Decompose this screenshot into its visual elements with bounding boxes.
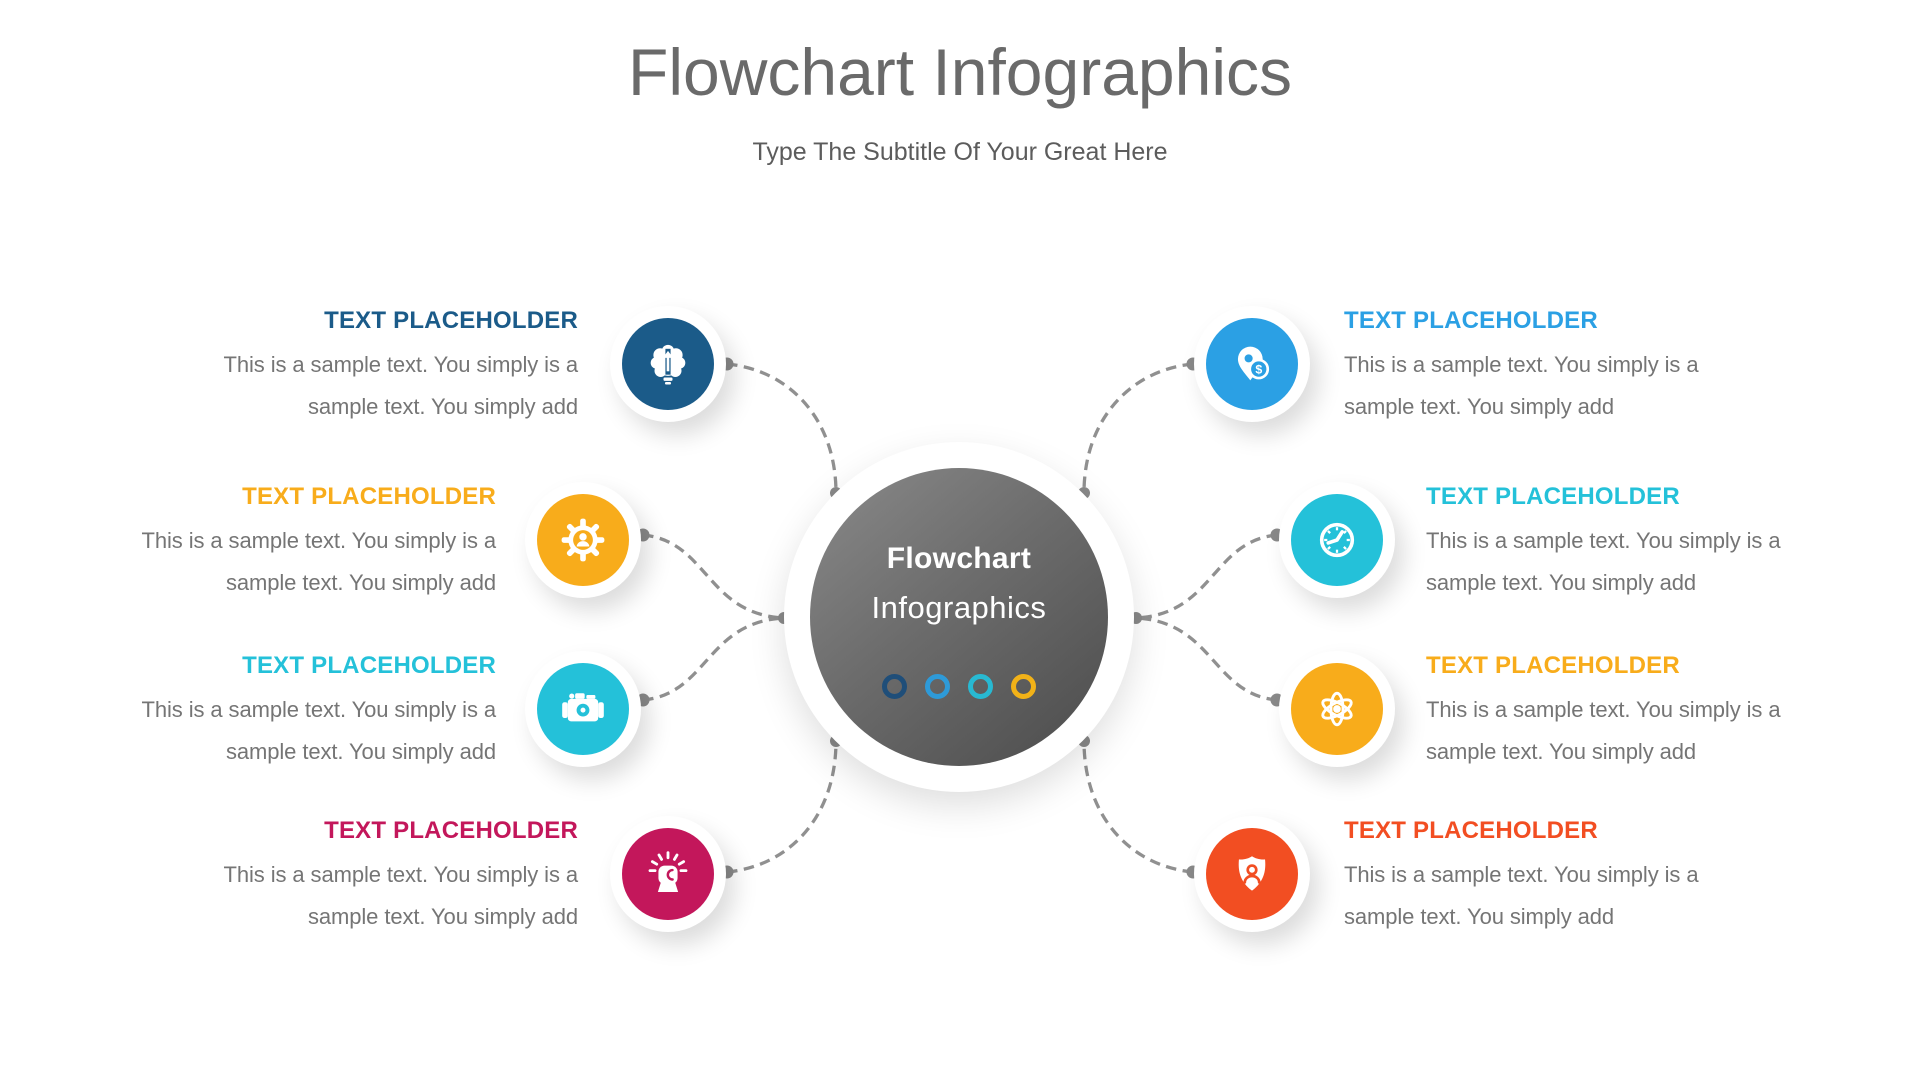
node-disc [1291, 494, 1383, 586]
shield-user-icon [1238, 856, 1266, 891]
text-block-title: TEXT PLACEHOLDER [1426, 483, 1680, 510]
connector-path [642, 533, 785, 620]
node-middle-left-lower [525, 651, 641, 767]
center-rings [810, 674, 1108, 699]
text-block-body: This is a sample text. You simply is a s… [141, 528, 497, 595]
gear-user-icon [561, 518, 605, 562]
node-middle-left-upper [525, 482, 641, 598]
text-block-middle-right-lower: TEXT PLACEHOLDER This is a sample text. … [1426, 651, 1906, 773]
text-block-body: This is a sample text. You simply is a s… [1344, 862, 1699, 929]
text-block-body: This is a sample text. You simply is a s… [1426, 528, 1781, 595]
connector-path [1135, 616, 1278, 702]
node-disc [622, 828, 714, 920]
text-block-bottom-right: TEXT PLACEHOLDER This is a sample text. … [1344, 816, 1824, 938]
svg-text:$: $ [1255, 363, 1262, 377]
clock-icon [1319, 522, 1355, 558]
node-top-left [610, 306, 726, 422]
node-disc [537, 494, 629, 586]
text-block-title: TEXT PLACEHOLDER [324, 307, 578, 334]
node-top-right: $ [1194, 306, 1310, 422]
brain-arrow-icon [650, 344, 686, 385]
ring-dot [1011, 674, 1036, 699]
text-block-body: This is a sample text. You simply is a s… [1344, 352, 1699, 419]
node-middle-right-upper [1279, 482, 1395, 598]
node-bottom-left [610, 816, 726, 932]
text-block-body: This is a sample text. You simply is a s… [1426, 697, 1781, 764]
text-block-body: This is a sample text. You simply is a s… [141, 697, 497, 764]
text-block-middle-right-upper: TEXT PLACEHOLDER This is a sample text. … [1426, 482, 1906, 604]
center-circle: Flowchart Infographics [810, 468, 1108, 766]
node-disc [1206, 828, 1298, 920]
text-block-middle-left-upper: TEXT PLACEHOLDER This is a sample text. … [16, 482, 497, 604]
text-block-title: TEXT PLACEHOLDER [1426, 652, 1680, 679]
center-title-line1: Flowchart [886, 542, 1032, 575]
node-bottom-right [1194, 816, 1310, 932]
text-block-title: TEXT PLACEHOLDER [1344, 307, 1598, 334]
text-block-title: TEXT PLACEHOLDER [1344, 817, 1598, 844]
node-disc [1291, 663, 1383, 755]
connector-path [1135, 533, 1278, 620]
ring-dot [882, 674, 907, 699]
center-title-line2: Infographics [871, 590, 1047, 625]
fist-rays-icon [648, 851, 688, 892]
text-block-body: This is a sample text. You simply is a s… [223, 352, 579, 419]
connector-path [1082, 362, 1194, 494]
connector-path [642, 616, 785, 702]
connector-path [1082, 740, 1194, 874]
text-block-top-right: TEXT PLACEHOLDER This is a sample text. … [1344, 306, 1824, 428]
text-block-middle-left-lower: TEXT PLACEHOLDER This is a sample text. … [16, 651, 497, 773]
connector-path [726, 362, 838, 494]
text-block-title: TEXT PLACEHOLDER [242, 652, 496, 679]
text-block-top-left: TEXT PLACEHOLDER This is a sample text. … [98, 306, 579, 428]
ring-dot [968, 674, 993, 699]
node-disc: $ [1206, 318, 1298, 410]
node-disc [622, 318, 714, 410]
text-block-title: TEXT PLACEHOLDER [242, 483, 496, 510]
text-block-bottom-left: TEXT PLACEHOLDER This is a sample text. … [98, 816, 579, 938]
node-middle-right-lower [1279, 651, 1395, 767]
page-subtitle: Type The Subtitle Of Your Great Here [752, 138, 1168, 166]
camera-icon [562, 693, 604, 722]
text-block-title: TEXT PLACEHOLDER [324, 817, 578, 844]
text-block-body: This is a sample text. You simply is a s… [223, 862, 579, 929]
node-disc [537, 663, 629, 755]
atom-icon [1321, 691, 1353, 727]
ring-dot [925, 674, 950, 699]
connector-path [726, 740, 838, 874]
page-title: Flowchart Infographics [628, 35, 1292, 109]
map-pin-dollar-icon: $ [1237, 346, 1270, 381]
